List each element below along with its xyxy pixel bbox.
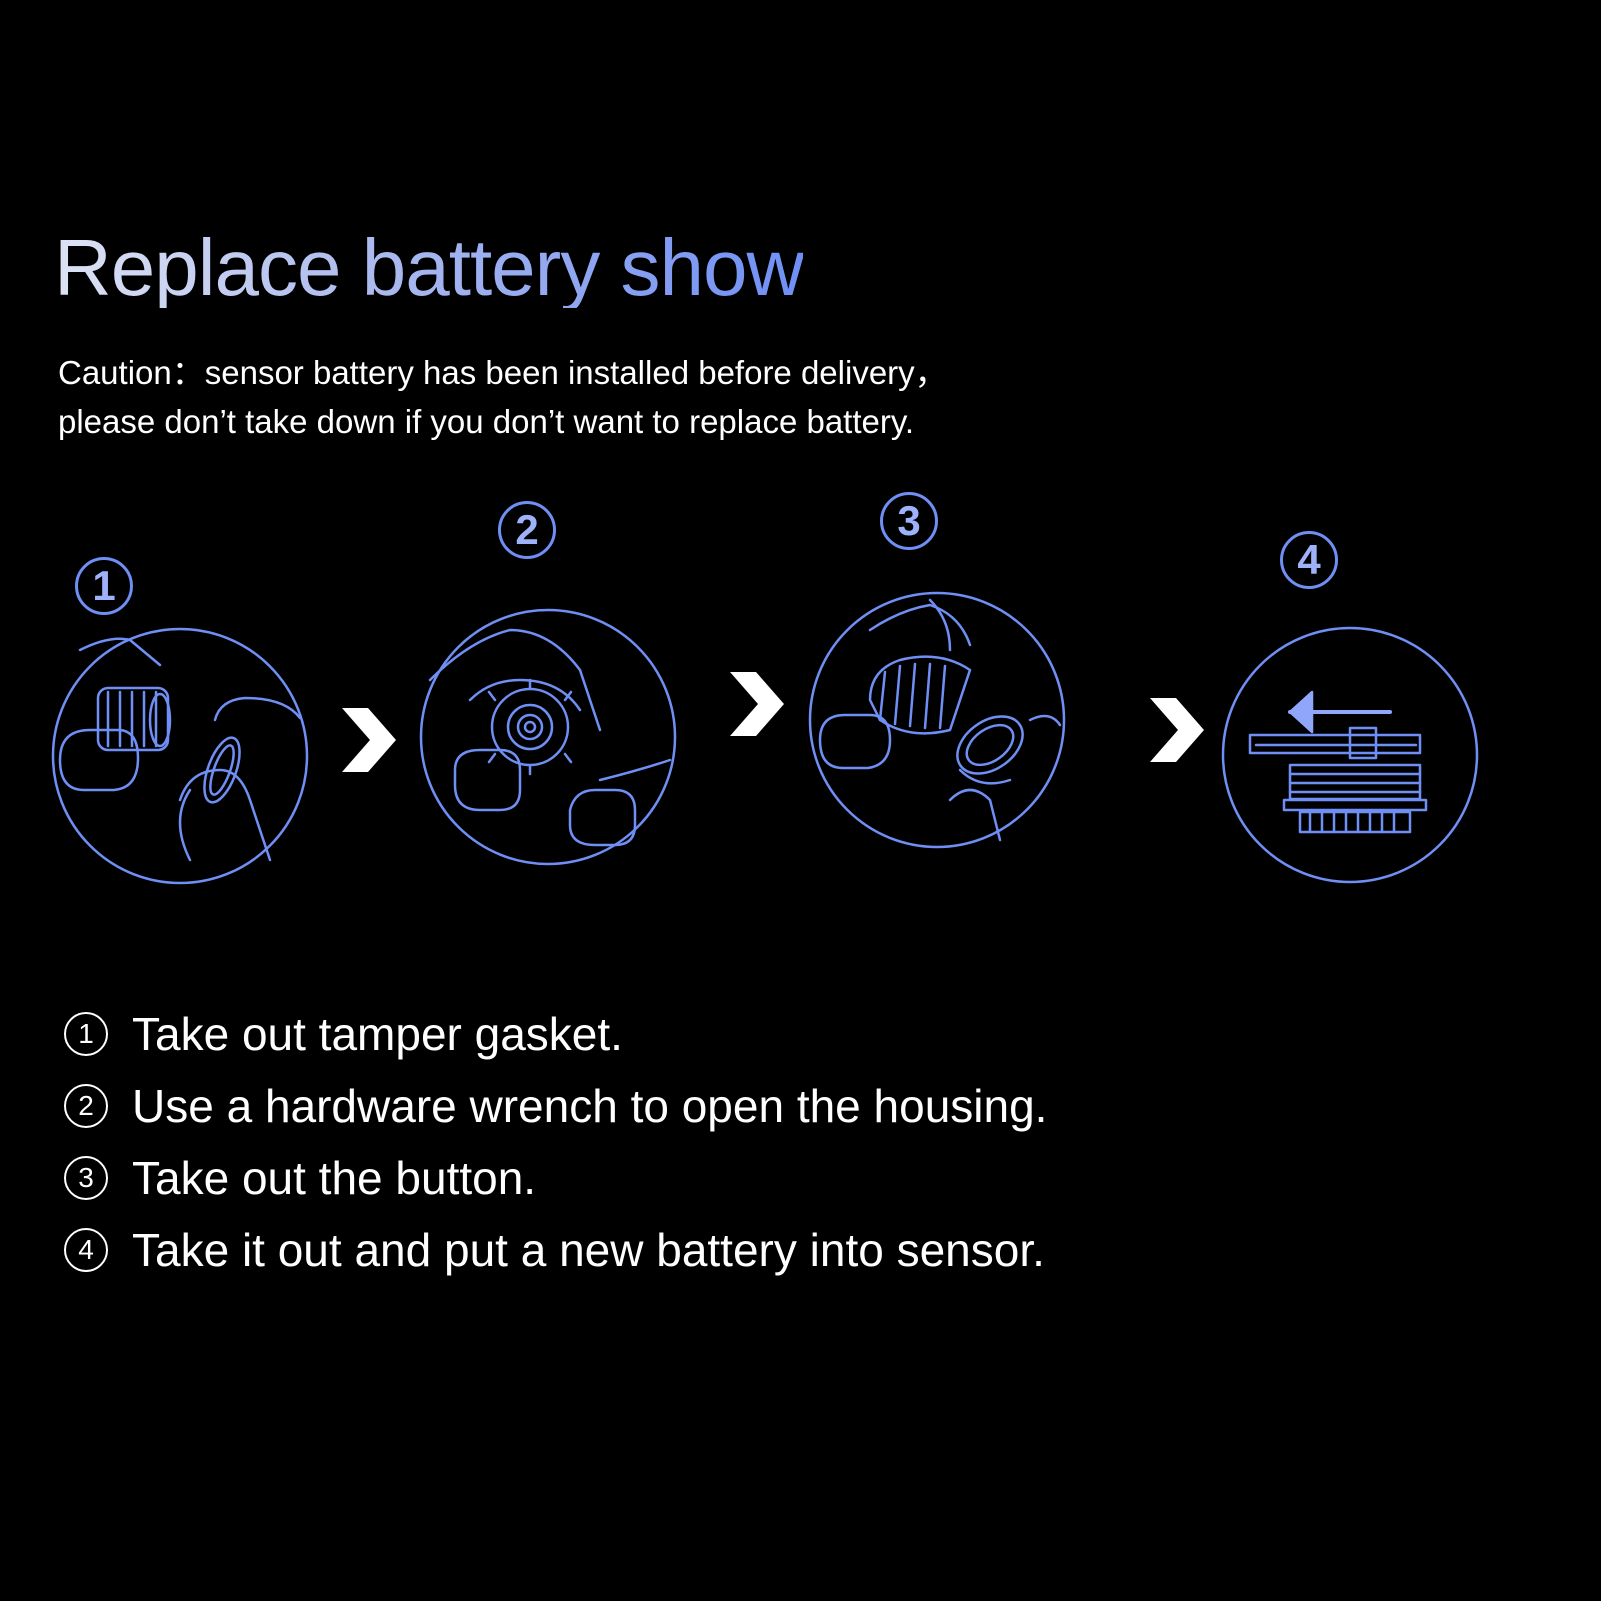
- step-number: 2: [64, 1084, 108, 1128]
- step-text: Take out tamper gasket.: [132, 1008, 623, 1060]
- caution-line-2: please don’t take down if you don’t want…: [58, 403, 915, 440]
- take-out-button-icon: [808, 591, 1066, 849]
- step-number: 3: [64, 1156, 108, 1200]
- step-badge-2: 2: [498, 501, 556, 559]
- step-badge-4: 4: [1280, 531, 1338, 589]
- step-list: 1 Take out tamper gasket. 2 Use a hardwa…: [64, 998, 1047, 1286]
- chevron-right-icon: [730, 672, 784, 736]
- step-item-2: 2 Use a hardware wrench to open the hous…: [64, 1070, 1047, 1142]
- step-badge-3: 3: [880, 492, 938, 550]
- step-number: 4: [64, 1228, 108, 1272]
- step-item-1: 1 Take out tamper gasket.: [64, 998, 1047, 1070]
- step-text: Use a hardware wrench to open the housin…: [132, 1080, 1048, 1132]
- step-badge-1: 1: [75, 557, 133, 615]
- caution-note: Caution：sensor battery has been installe…: [58, 348, 948, 446]
- chevron-right-icon: [1150, 698, 1204, 762]
- step-text: Take it out and put a new battery into s…: [132, 1224, 1045, 1276]
- chevron-right-icon: [342, 708, 396, 772]
- insert-battery-icon: [1221, 626, 1479, 884]
- step-number: 1: [64, 1012, 108, 1056]
- wrench-open-icon: [419, 608, 677, 866]
- page-title: Replace battery show: [54, 223, 804, 312]
- step-text: Take out the button.: [132, 1152, 537, 1204]
- step-item-4: 4 Take it out and put a new battery into…: [64, 1214, 1047, 1286]
- caution-line-1: Caution：sensor battery has been installe…: [58, 354, 948, 391]
- remove-gasket-icon: [51, 627, 309, 885]
- step-item-3: 3 Take out the button.: [64, 1142, 1047, 1214]
